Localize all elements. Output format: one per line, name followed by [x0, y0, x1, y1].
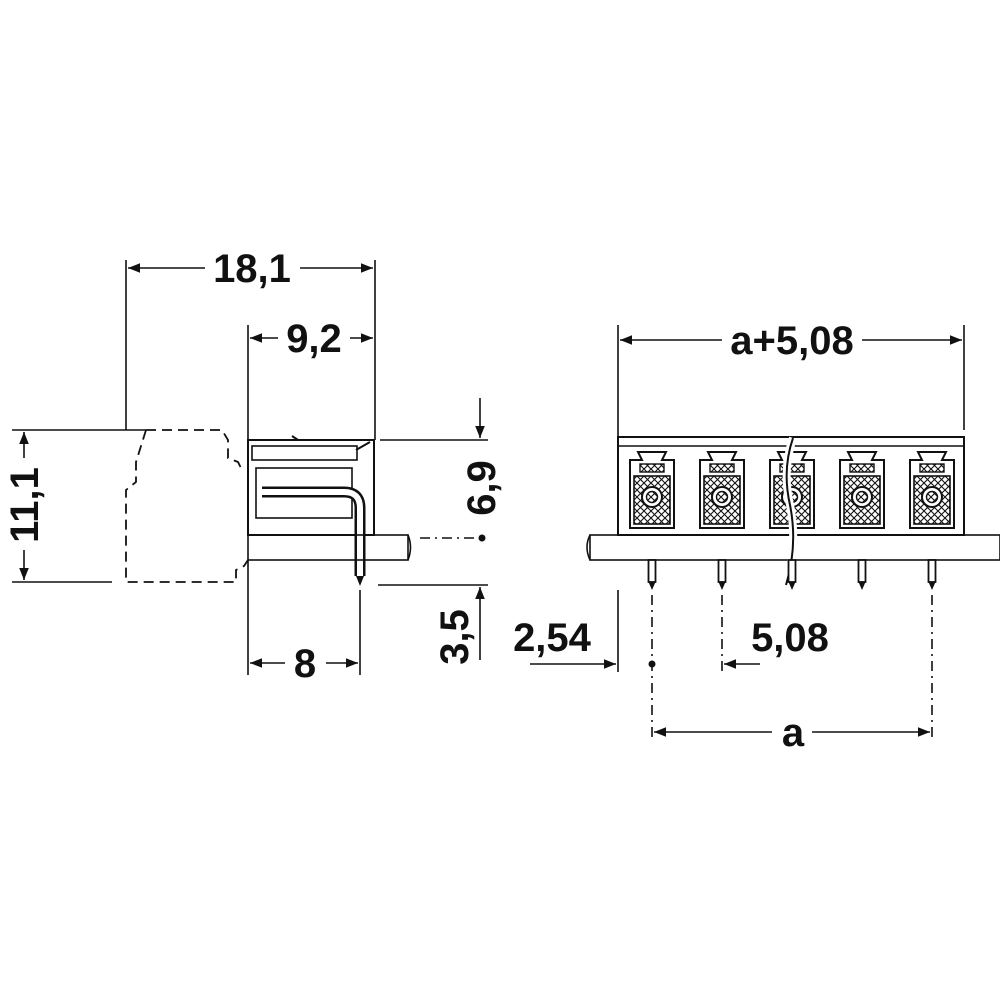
pin	[857, 559, 867, 590]
dim-side-total-height: 11,1	[3, 467, 47, 543]
dim-side-pin-spacing: 8	[294, 642, 316, 686]
side-view: 18,1 9,2 8 11,1 6,9 3,5	[3, 247, 504, 686]
plug-outline-dashed	[125, 429, 249, 583]
pins-front	[647, 559, 937, 590]
pcb-side	[247, 534, 409, 561]
contact-cell	[699, 451, 745, 529]
contact-cell	[629, 451, 675, 529]
pin	[787, 559, 797, 590]
pin	[717, 559, 727, 590]
dim-front-pitch: 5,08	[751, 616, 829, 660]
dim-front-edge-offset: 2,54	[513, 616, 592, 660]
dim-side-body-width: 9,2	[286, 317, 342, 361]
dim-side-body-height: 6,9	[460, 460, 504, 516]
dim-side-pin-length: 3,5	[433, 609, 477, 665]
contact-cells	[629, 451, 955, 529]
pin	[647, 559, 657, 590]
contact-cell	[839, 451, 885, 529]
dim-side-total-width: 18,1	[213, 247, 291, 291]
front-view: a+5,08 2,54 5,08 a	[513, 319, 1000, 755]
pin	[927, 559, 937, 590]
contact-cell	[909, 451, 955, 529]
dim-front-pin-span: a	[782, 711, 805, 755]
dim-front-total-width: a+5,08	[730, 319, 853, 363]
